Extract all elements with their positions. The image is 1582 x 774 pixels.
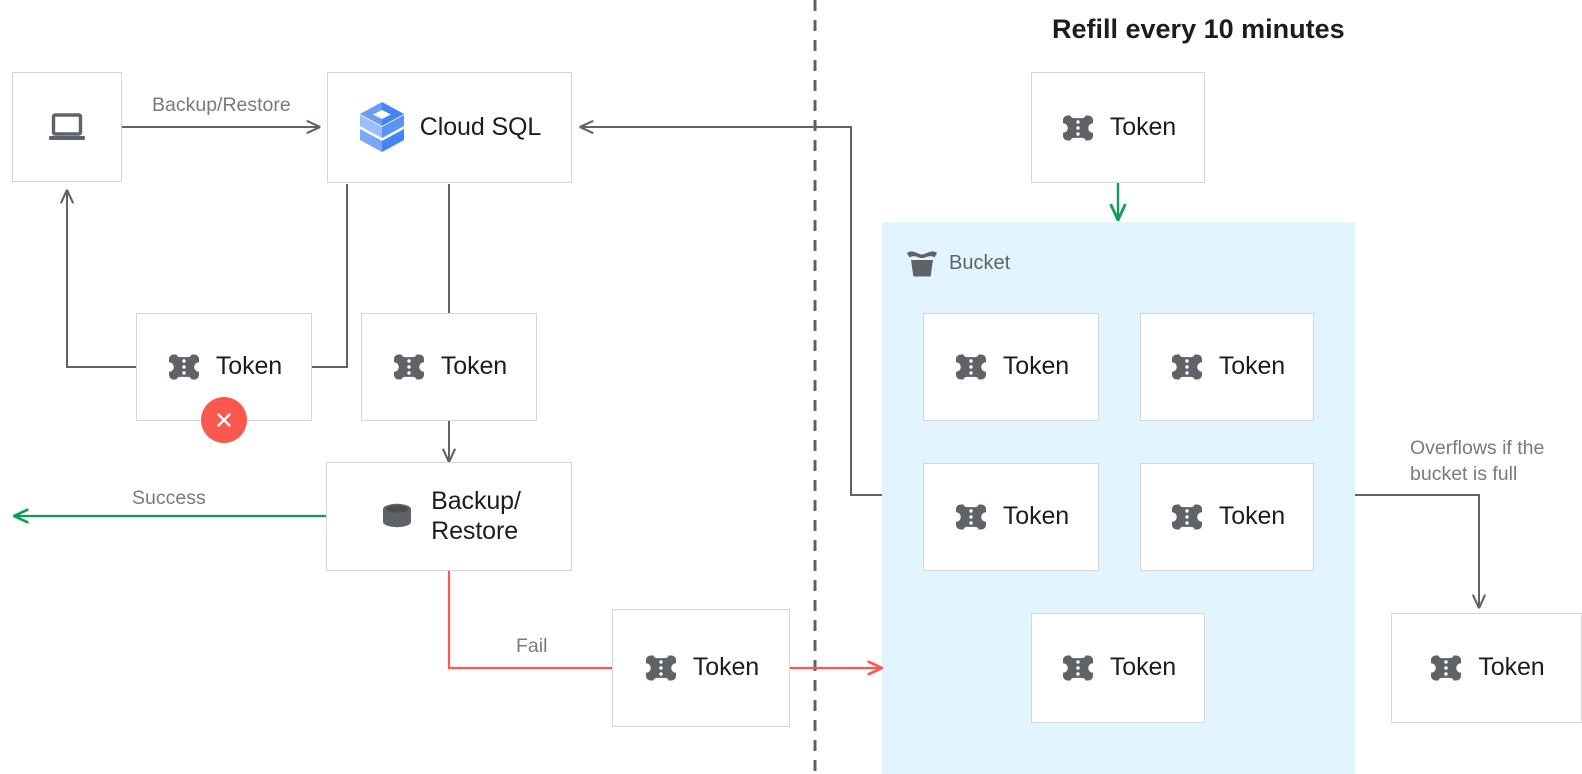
node-token-overflow-label: Token — [1478, 653, 1545, 682]
node-bucket-token[interactable]: Token — [1140, 313, 1314, 421]
refill-section-title: Refill every 10 minutes — [1052, 14, 1345, 44]
edge-bucket-to-cloudsql — [580, 127, 882, 496]
node-bucket-token-label: Token — [1002, 352, 1070, 381]
node-client[interactable] — [12, 72, 122, 182]
node-bucket-token-label: Token — [1218, 352, 1286, 381]
token-icon — [1060, 113, 1096, 143]
node-bucket-token[interactable]: Token — [1140, 463, 1314, 571]
edge-cloudsql-to-token-failed — [312, 184, 348, 368]
node-backup-restore[interactable]: Backup/ Restore — [326, 462, 572, 571]
cloud-sql-icon — [358, 99, 406, 157]
edge-label-overflow: Overflows if the bucket is full — [1410, 437, 1545, 486]
token-icon — [1428, 653, 1464, 683]
node-cloud-sql[interactable]: Cloud SQL — [327, 72, 572, 183]
edge-bucket-overflow — [1355, 494, 1479, 608]
node-token-failed-label: Token — [215, 352, 283, 381]
node-cloud-sql-label: Cloud SQL — [419, 112, 542, 141]
node-token-overflow[interactable]: Token — [1391, 613, 1582, 723]
node-token-returned-label: Token — [692, 653, 760, 682]
node-bucket-token[interactable]: Token — [923, 313, 1099, 421]
node-bucket-token[interactable]: Token — [923, 463, 1099, 571]
token-icon — [391, 352, 427, 382]
edge-label-fail: Fail — [516, 635, 548, 657]
node-token-returned[interactable]: Token — [612, 609, 790, 727]
token-icon — [953, 502, 989, 532]
edge-label-backup-restore: Backup/Restore — [152, 94, 291, 116]
token-icon — [1169, 502, 1205, 532]
node-token-consumed[interactable]: Token — [361, 313, 537, 421]
token-icon — [166, 352, 202, 382]
bucket-header: Bucket — [905, 247, 1010, 279]
node-bucket-token-label: Token — [1109, 653, 1177, 682]
bucket-icon — [905, 247, 939, 279]
error-x-badge — [201, 397, 247, 443]
token-icon — [1060, 653, 1096, 683]
laptop-icon — [47, 111, 87, 143]
node-bucket-token-label: Token — [1218, 502, 1286, 531]
node-token-consumed-label: Token — [440, 352, 508, 381]
token-icon — [953, 352, 989, 382]
node-backup-restore-label: Backup/ Restore — [431, 487, 521, 545]
bucket-header-label: Bucket — [949, 251, 1011, 274]
token-icon — [643, 653, 679, 683]
node-token-refill-label: Token — [1109, 112, 1177, 141]
database-icon — [377, 500, 417, 534]
token-icon — [1169, 352, 1205, 382]
node-bucket-token[interactable]: Token — [1031, 613, 1205, 723]
node-bucket-token-label: Token — [1002, 502, 1070, 531]
node-token-refill[interactable]: Token — [1031, 72, 1205, 183]
edge-token-failed-to-client — [67, 190, 136, 368]
edge-label-success: Success — [132, 487, 206, 509]
